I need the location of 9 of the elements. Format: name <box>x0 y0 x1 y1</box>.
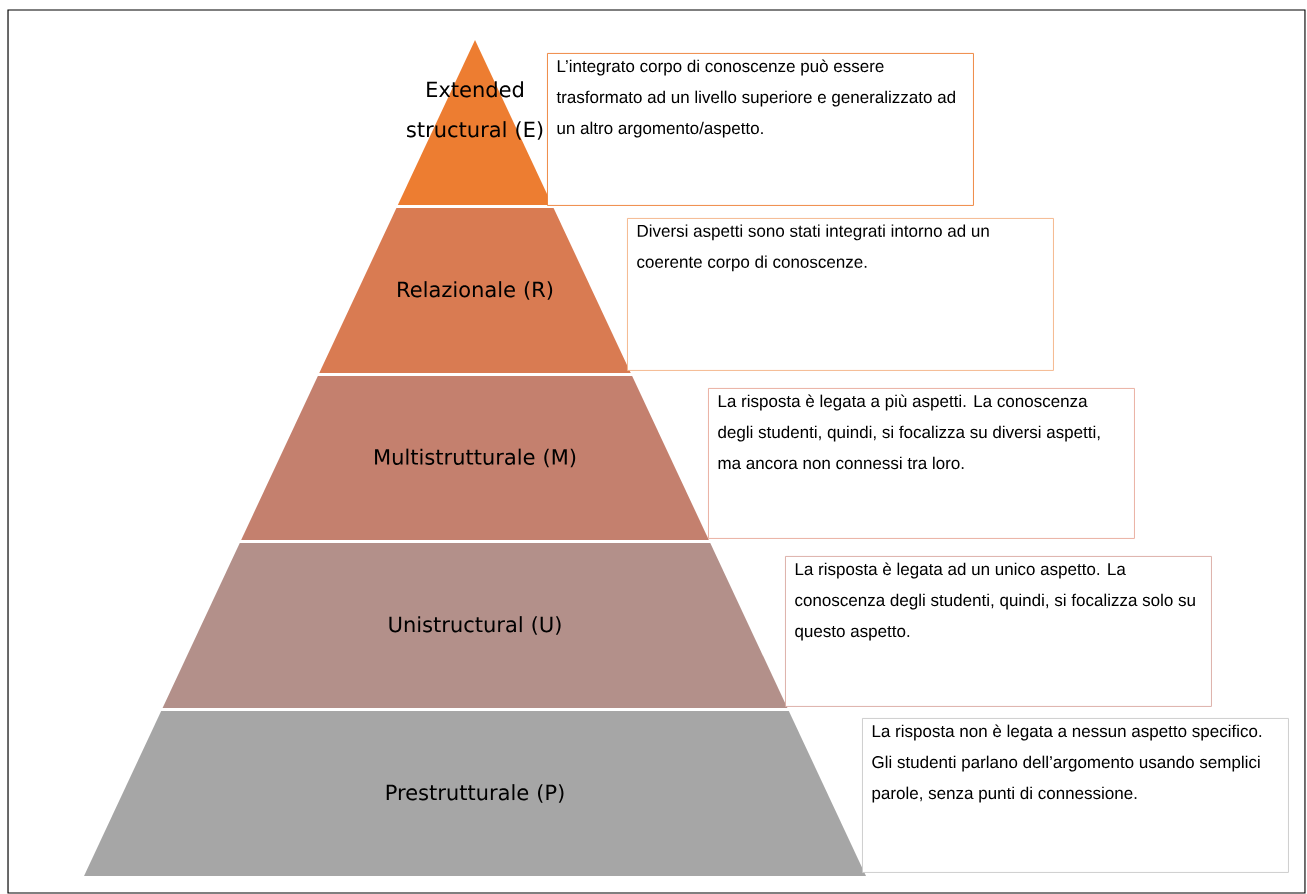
description-box: L’integrato corpo di conoscenze può essere trasformato ad un livello superiore e generalizzato ad un altro argomento/aspetto. <box>547 53 974 206</box>
description-box: La risposta è legata ad un unico aspetto. La conoscenza degli studenti, quindi, si focalizza solo su questo aspetto. <box>785 556 1212 707</box>
pyramid-level: Multistrutturale (M) <box>241 376 709 540</box>
pyramid-level: Unistructural (U) <box>162 543 788 708</box>
description-box: La risposta è legata a più aspetti. La conoscenza degli studenti, quindi, si focalizza su diversi aspetti, ma ancora non connessi tra loro. <box>708 388 1135 539</box>
description-box: Diversi aspetti sono stati integrati intorno ad un coerente corpo di conoscenze. <box>627 218 1054 371</box>
description-box: La risposta non è legata a nessun aspetto specifico. Gli studenti parlano dell’argomento usando semplici parole, senza punti di connessione. <box>862 717 1289 873</box>
pyramid-level: Prestrutturale (P) <box>84 711 866 876</box>
pyramid-level: Relazionale (R) <box>319 208 631 373</box>
